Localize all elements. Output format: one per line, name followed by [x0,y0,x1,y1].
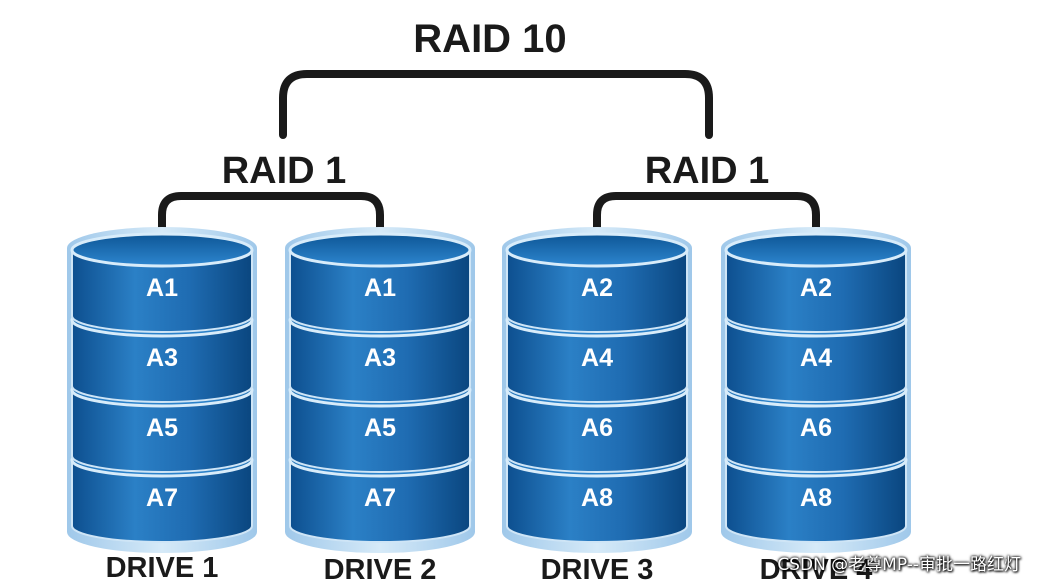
group-label-right: RAID 1 [645,150,770,192]
disk-segment-side [71,459,253,543]
diagram-title: RAID 10 [413,17,566,61]
data-block-label: A5 [146,414,178,442]
disk-segment-top [724,232,908,268]
disk-segment-side [725,249,907,333]
drive-stack-4: A8 A6 A4 A2 [721,227,911,553]
disk-segment-side [506,389,688,473]
data-block-label: A4 [581,344,613,372]
drive-stack-2: A7 A5 A3 A1 [285,227,475,553]
data-block-label: A3 [146,344,178,372]
data-block-label: A1 [364,274,396,302]
disk-segment-top [288,232,472,268]
data-block-label: A2 [800,274,832,302]
disk-segment-side [289,319,471,403]
data-block-label: A8 [800,484,832,512]
raid1-connector-left [158,192,384,251]
disk-segment-top [505,232,689,268]
disk-segment-side [289,389,471,473]
data-block-label: A7 [364,484,396,512]
disk-segment-side [71,249,253,333]
disk-segment-top [70,232,254,268]
data-block-label: A3 [364,344,396,372]
disk-segment-side [725,459,907,543]
data-block-label: A6 [581,414,613,442]
data-block-label: A1 [146,274,178,302]
disk-segment-side [71,389,253,473]
disk-segment-side [289,459,471,543]
drive-stack-1: A7 A5 A3 A1 [67,227,257,553]
drive-label-2: DRIVE 2 [324,554,437,585]
data-block-label: A8 [581,484,613,512]
drive-label-1: DRIVE 1 [106,552,219,584]
raid10-connector [279,70,713,139]
disk-segment-side [289,249,471,333]
watermark-text: CSDN @老尊MP--审批一路红灯 [777,555,1021,575]
drive-label-4: DRIVE 4 [760,554,873,585]
group-label-left: RAID 1 [222,150,347,192]
disk-segment-side [506,249,688,333]
data-block-label: A2 [581,274,613,302]
disk-segment-side [506,319,688,403]
disk-segment-side [71,319,253,403]
raid1-connector-right [593,192,820,251]
drive-label-3: DRIVE 3 [541,554,654,585]
data-block-label: A6 [800,414,832,442]
data-block-label: A7 [146,484,178,512]
data-block-label: A5 [364,414,396,442]
disk-segment-side [725,319,907,403]
data-block-label: A4 [800,344,832,372]
disk-segment-side [725,389,907,473]
drive-stack-3: A8 A6 A4 A2 [502,227,692,553]
disk-segment-side [506,459,688,543]
